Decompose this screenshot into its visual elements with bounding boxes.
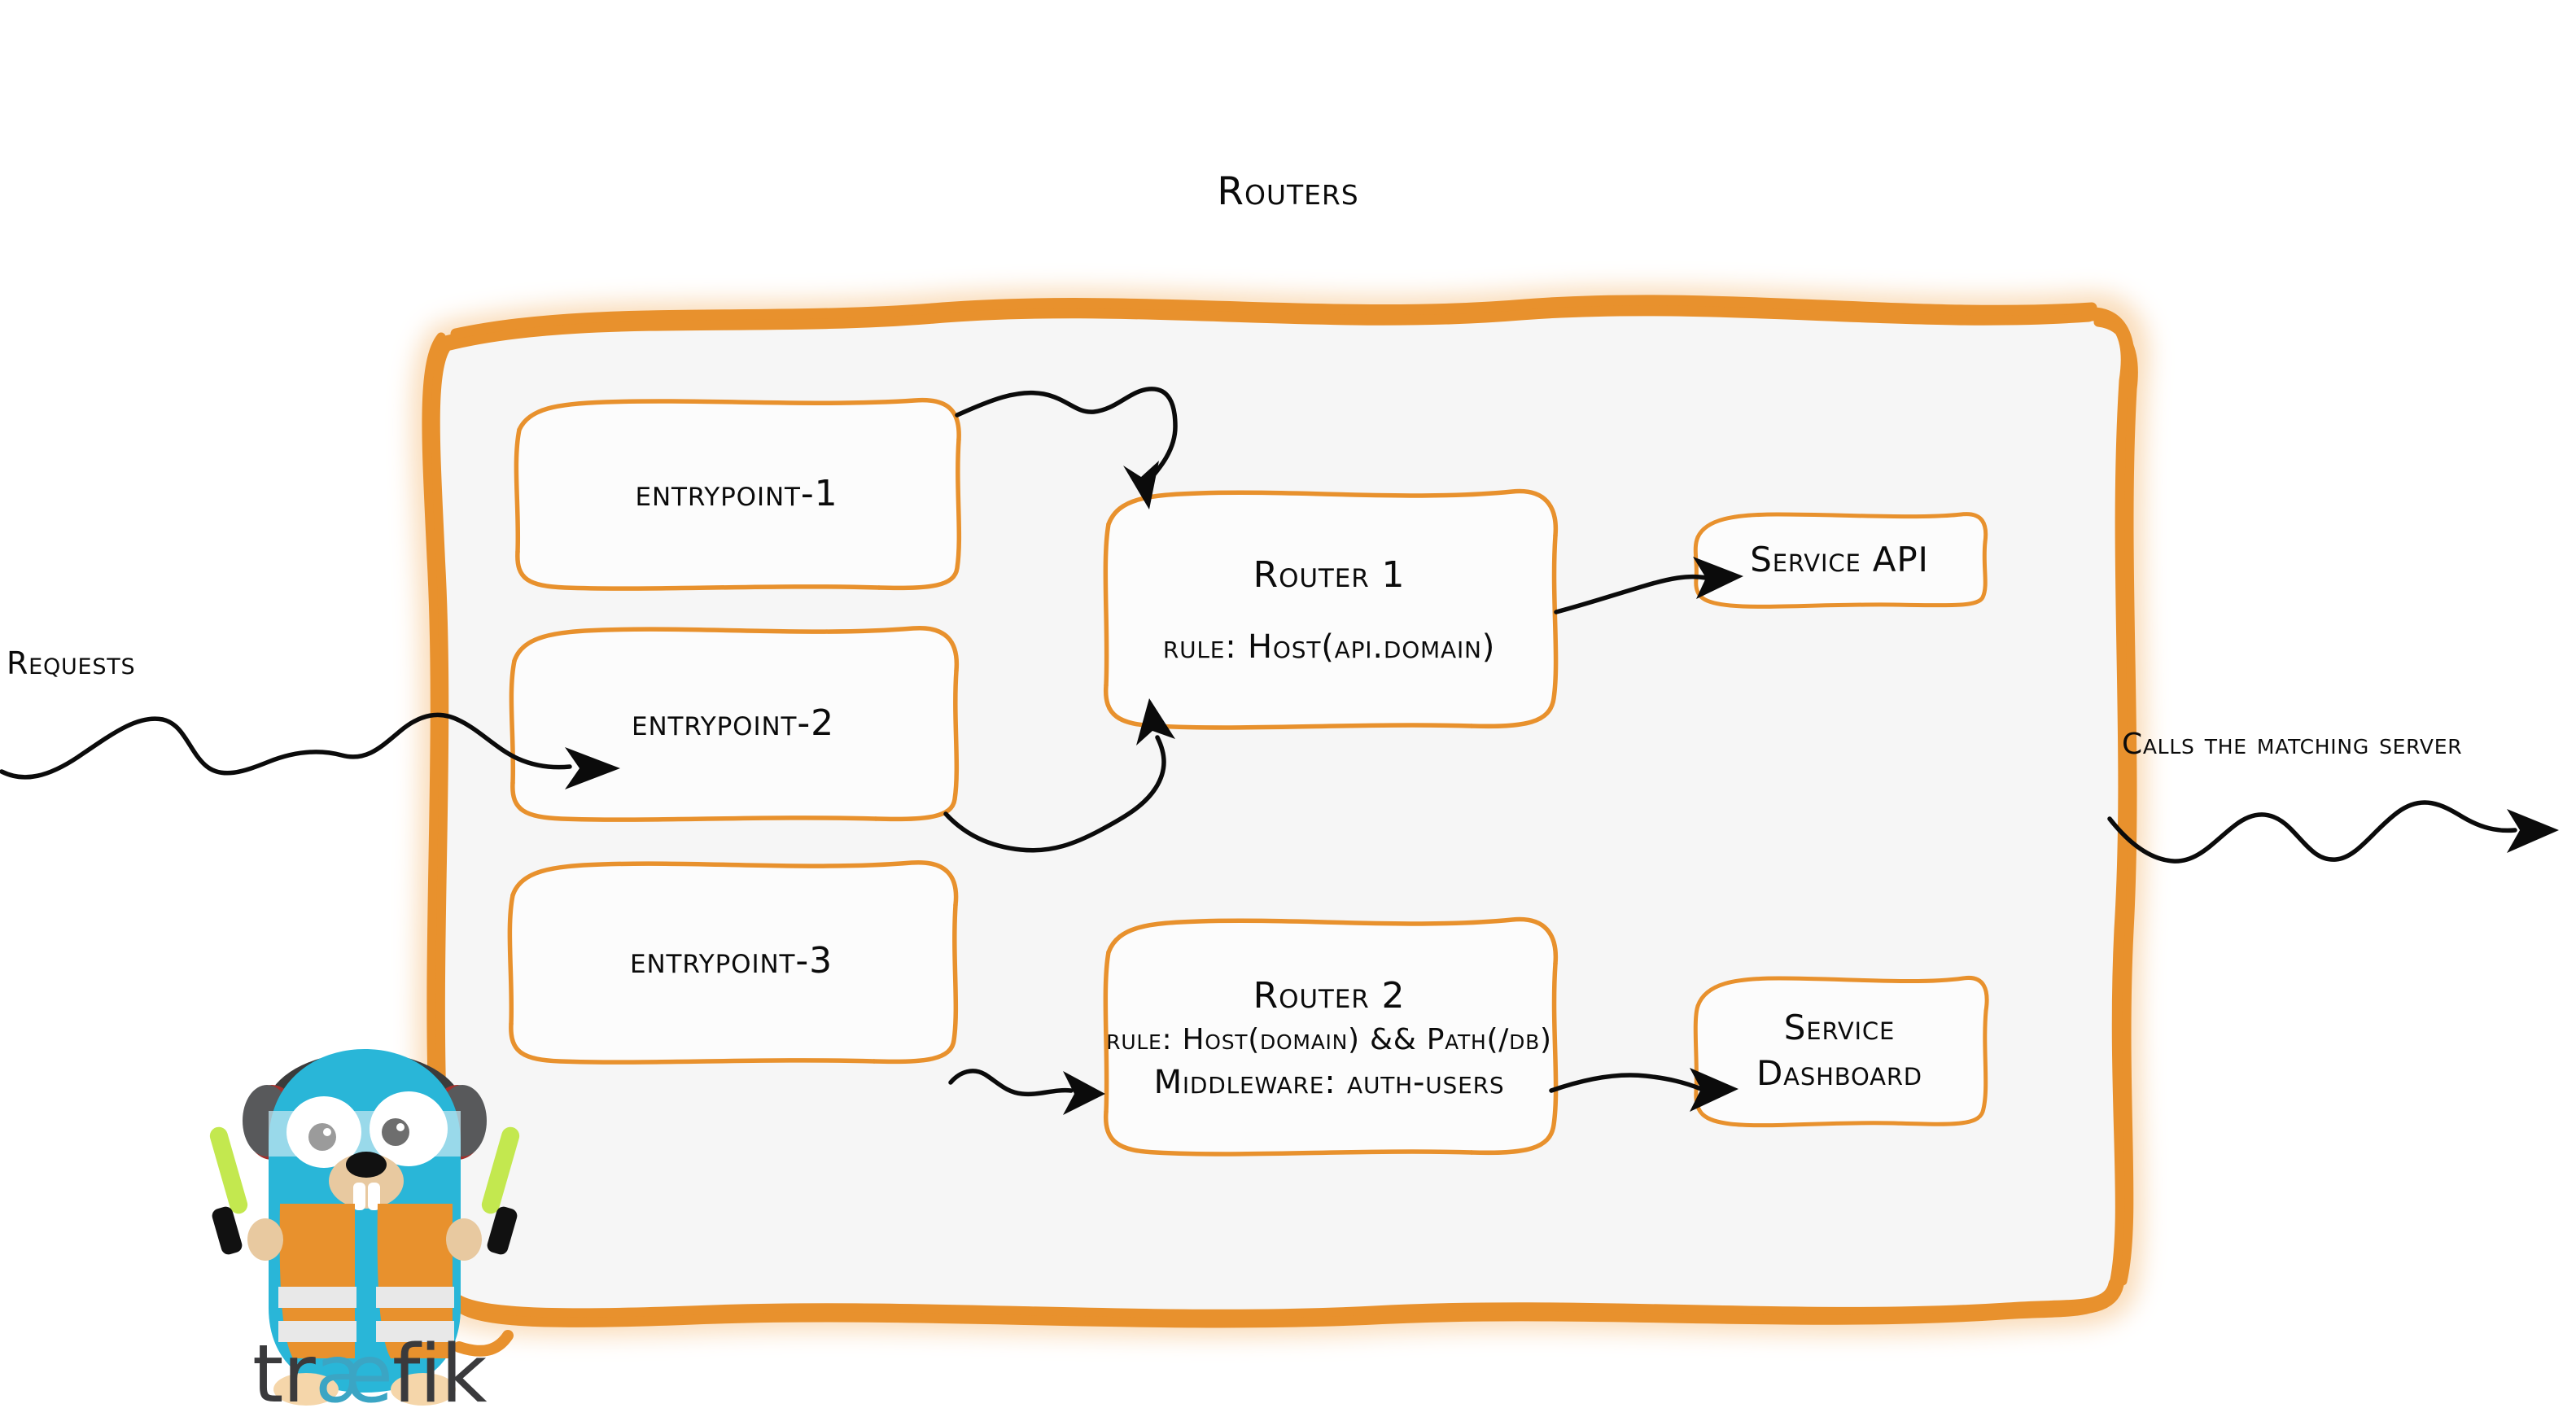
gopher-eyes: [286, 1091, 448, 1168]
gopher-snout: [329, 1152, 404, 1210]
traefik-mascot: [209, 1021, 520, 1408]
entrypoint-1-label: entrypoint-1: [635, 472, 838, 514]
service-api-label: Service API: [1750, 539, 1929, 579]
traefik-wordmark: træfik: [252, 1328, 488, 1408]
router-2-node[interactable]: Router 2 rule: Host(domain) && Path(/db)…: [1096, 912, 1563, 1165]
router-1-title: Router 1: [1253, 553, 1406, 596]
entrypoint-3-outline: [507, 859, 959, 1065]
service-dashboard-content: Service Dashboard: [1688, 970, 1991, 1131]
router-1-node[interactable]: Router 1 rule: Host(api.domain): [1096, 482, 1563, 739]
marshalling-wands: [209, 1126, 520, 1255]
wordmark-ligature: æ: [314, 1328, 393, 1408]
arrow-calls-out: [2107, 800, 2559, 864]
router-2-middleware: Middleware: auth-users: [1153, 1063, 1505, 1101]
entrypoint-1-content: entrypoint-1: [508, 392, 965, 596]
router-2-title: Router 2: [1253, 975, 1406, 1017]
service-api-node[interactable]: Service API: [1688, 508, 1991, 612]
gopher-hands: [247, 1218, 482, 1261]
requests-label: Requests: [7, 645, 136, 681]
calls-matching-server-label: Calls the matching server: [2122, 728, 2463, 761]
service-api-content: Service API: [1688, 508, 1991, 612]
routers-container: entrypoint-1 entrypoint-2: [413, 286, 2151, 1335]
gopher-feet: [273, 1373, 456, 1406]
service-dashboard-line-2: Dashboard: [1756, 1053, 1922, 1093]
router-1-content: Router 1 rule: Host(api.domain): [1096, 482, 1563, 739]
safety-vest: [278, 1204, 454, 1358]
gopher-tail: [453, 1330, 514, 1357]
gopher-illustration: [209, 1049, 520, 1406]
entrypoint-1-node[interactable]: entrypoint-1: [508, 392, 965, 596]
entrypoint-3-content: entrypoint-3: [501, 855, 961, 1068]
entrypoint-2-label: entrypoint-2: [632, 702, 834, 744]
diagram-title-text: Routers: [1217, 169, 1359, 214]
service-api-outline: [1693, 512, 1988, 609]
router-2-content: Router 2 rule: Host(domain) && Path(/db)…: [1096, 912, 1563, 1165]
entrypoint-2-content: entrypoint-2: [503, 622, 963, 825]
router-2-rule: rule: Host(domain) && Path(/db): [1106, 1023, 1552, 1057]
service-dashboard-node[interactable]: Service Dashboard: [1688, 970, 1991, 1131]
wordmark-part-2: fik: [392, 1328, 488, 1408]
entrypoint-2-node[interactable]: entrypoint-2: [503, 622, 963, 825]
router-1-rule: rule: Host(api.domain): [1162, 628, 1496, 667]
service-dashboard-line-1: Service: [1783, 1007, 1896, 1047]
wordmark-part-1: tr: [252, 1328, 316, 1408]
entrypoint-3-node[interactable]: entrypoint-3: [501, 855, 961, 1068]
page-title: Routers: [0, 169, 2576, 214]
router-2-outline: [1103, 916, 1559, 1157]
entrypoint-3-label: entrypoint-3: [630, 939, 833, 982]
